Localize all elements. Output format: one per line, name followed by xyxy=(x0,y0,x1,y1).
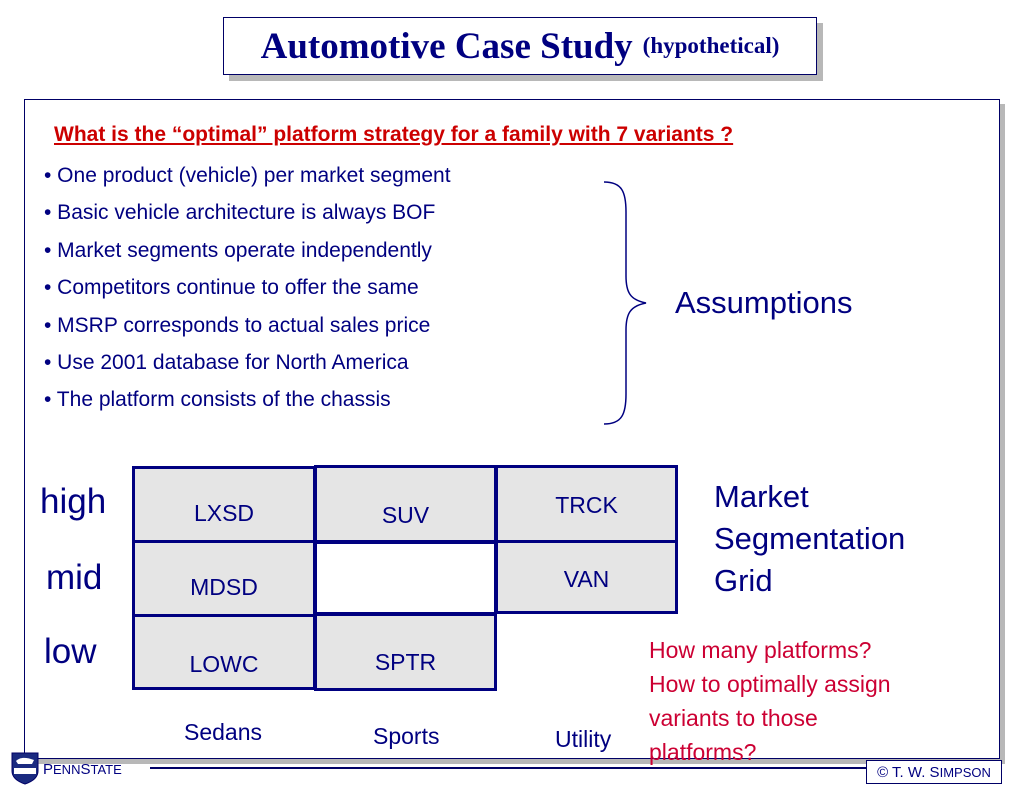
row-label-high: high xyxy=(40,482,107,521)
assumptions-label: Assumptions xyxy=(675,285,853,320)
slide-title-box: Automotive Case Study (hypothetical) xyxy=(223,17,817,75)
list-item: • Use 2001 database for North America xyxy=(44,350,409,374)
column-label-sports: Sports xyxy=(373,723,440,749)
slide-subtitle: (hypothetical) xyxy=(642,33,780,58)
footer-rule xyxy=(860,767,866,769)
list-item: • Basic vehicle architecture is always B… xyxy=(44,201,436,225)
list-item: • Market segments operate independently xyxy=(44,238,432,262)
list-item: • The platform consists of the chassis xyxy=(44,388,391,412)
cell-label: TRCK xyxy=(555,492,618,518)
grid-cell-sptr: SPTR xyxy=(314,613,497,691)
list-item: • One product (vehicle) per market segme… xyxy=(44,164,451,187)
cell-label: LOWC xyxy=(189,651,259,677)
cell-label: SPTR xyxy=(374,649,437,675)
grid-cell-trck: TRCK xyxy=(495,465,678,543)
cell-label: LXSD xyxy=(193,500,255,526)
row-label-low: low xyxy=(44,632,97,671)
research-questions: How many platforms? How to optimally ass… xyxy=(649,637,891,765)
grid-cell-van: VAN xyxy=(495,540,678,614)
grid-cell-lxsd: LXSD xyxy=(132,466,316,544)
list-item: • MSRP corresponds to actual sales price xyxy=(44,313,431,337)
slide-title: Automotive Case Study xyxy=(260,25,633,67)
grid-cell-lowc: LOWC xyxy=(132,614,316,690)
footer-rule xyxy=(150,767,862,769)
penn-state-shield-icon xyxy=(11,752,39,785)
cell-label: MDSD xyxy=(190,574,258,600)
cell-label: VAN xyxy=(563,566,610,592)
grid-label: Market Segmentation Grid xyxy=(714,479,906,598)
grid-cell-empty xyxy=(314,541,497,615)
row-label-mid: mid xyxy=(46,558,103,597)
column-label-utility: Utility xyxy=(555,726,612,752)
cell-label: SUV xyxy=(381,502,430,528)
list-item: • Competitors continue to offer the same xyxy=(44,276,419,300)
main-question: What is the “optimal” platform strategy … xyxy=(54,123,734,146)
grid-cell-suv: SUV xyxy=(314,465,497,543)
penn-state-wordmark: PENNSTATE xyxy=(43,761,122,778)
assumption-list: • One product (vehicle) per market segme… xyxy=(44,162,451,424)
curly-brace-icon xyxy=(603,181,647,425)
column-label-sedans: Sedans xyxy=(184,719,263,745)
grid-cell-mdsd: MDSD xyxy=(132,540,316,618)
